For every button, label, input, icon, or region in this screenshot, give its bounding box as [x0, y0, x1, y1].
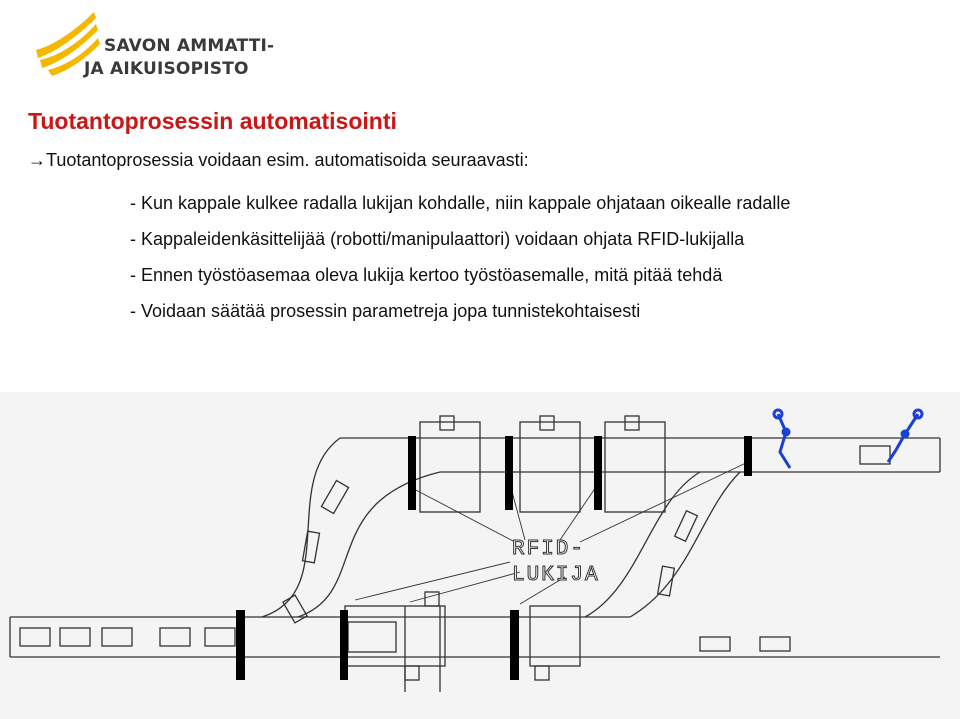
- pallets: [19, 445, 891, 653]
- robot-icon: [772, 408, 792, 469]
- logo-text-line1: SAVON AMMATTI-: [104, 36, 275, 56]
- intro-text: Tuotantoprosessia voidaan esim. automati…: [46, 150, 529, 170]
- bullet-list: - Kun kappale kulkee radalla lukijan koh…: [130, 185, 820, 329]
- workstations: [344, 415, 666, 692]
- rfid-reader: [744, 436, 752, 476]
- list-item: - Kappaleidenkäsittelijää (robotti/manip…: [130, 229, 745, 249]
- rfid-reader: [340, 610, 348, 680]
- rfid-reader: [408, 436, 416, 510]
- school-logo: SAVON AMMATTI- JA AIKUISOPISTO: [30, 6, 290, 84]
- production-line-diagram: RFID- LUKIJA: [0, 392, 960, 719]
- list-item: - Voidaan säätää prosessin parametreja j…: [130, 301, 641, 321]
- rfid-reader: [594, 436, 602, 510]
- intro-line: →Tuotantoprosessia voidaan esim. automat…: [28, 150, 529, 171]
- right-curve-conveyor: [584, 471, 741, 618]
- right-arrow-icon: →: [28, 150, 46, 170]
- rfid-readers: [236, 436, 752, 680]
- list-item: - Kun kappale kulkee radalla lukijan koh…: [130, 193, 791, 213]
- bottom-conveyor: [9, 616, 940, 658]
- rfid-label-line1: RFID-: [512, 538, 585, 561]
- rfid-label-line2: LUKIJA: [512, 564, 600, 587]
- logo-emblem-icon: [36, 12, 100, 76]
- slide-title: Tuotantoprosessin automatisointi: [28, 108, 397, 134]
- robots: [772, 408, 924, 469]
- rfid-reader: [505, 436, 513, 510]
- list-item: - Ennen työstöasemaa oleva lukija kertoo…: [130, 265, 723, 285]
- rfid-reader: [510, 610, 519, 680]
- rfid-reader: [236, 610, 245, 680]
- top-conveyor: [340, 437, 941, 473]
- robot-icon: [886, 408, 924, 463]
- logo-text-line2: JA AIKUISOPISTO: [84, 59, 249, 79]
- reader-pointer-lines: [354, 461, 749, 605]
